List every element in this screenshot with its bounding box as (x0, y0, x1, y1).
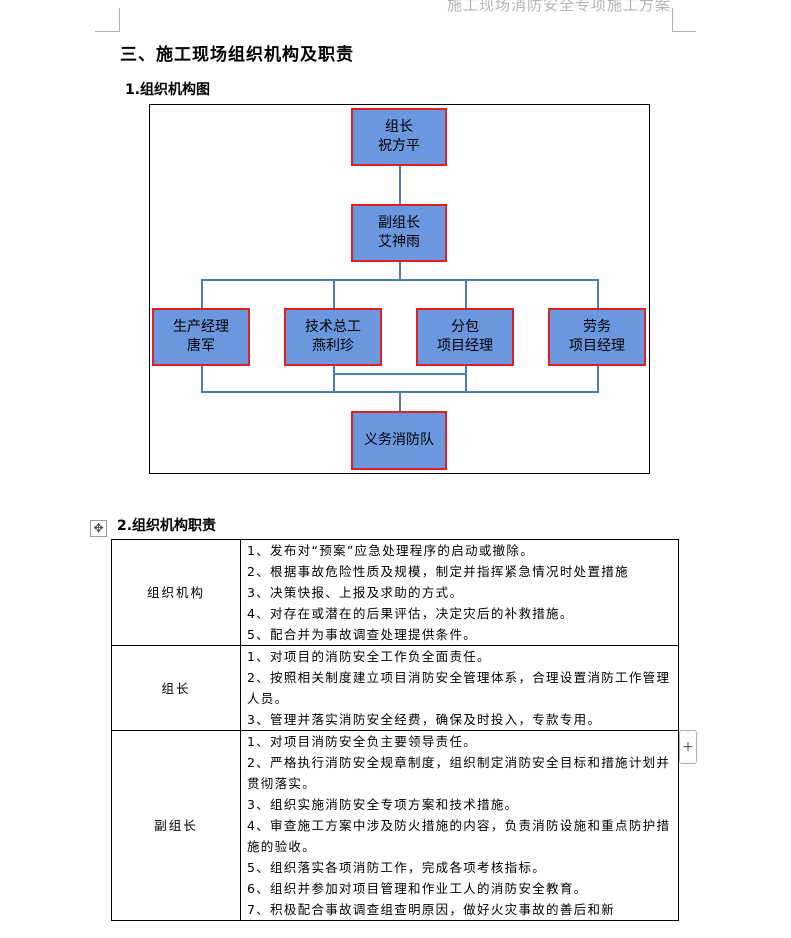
duty-item: 2、按照相关制度建立项目消防安全管理体系，合理设置消防工作管理人员。 (247, 670, 671, 706)
crop-mark-top-left-vertical (119, 8, 120, 32)
duty-item: 2、严格执行消防安全规章制度，组织制定消防安全目标和措施计划并贯彻落实。 (247, 755, 671, 791)
org-node-line2: 燕利珍 (312, 338, 354, 354)
connector-rise-2 (333, 366, 335, 393)
org-node-line1: 劳务 (583, 319, 611, 335)
org-node-deputy-role: 副组长 (378, 215, 420, 231)
duties-cell: 1、对项目的消防安全工作负全面责任。 2、按照相关制度建立项目消防安全管理体系，… (240, 645, 679, 731)
org-node-line1: 生产经理 (173, 319, 229, 335)
connector-rise-4 (597, 366, 599, 393)
role-cell: 组织机构 (111, 539, 241, 646)
duty-item: 3、组织实施消防安全专项方案和技术措施。 (247, 797, 519, 812)
connector-deputy-down (399, 262, 401, 280)
table-row: 组织机构 1、发布对“预案”应急处理程序的启动或撤除。 2、根据事故危险性质及规… (111, 539, 679, 646)
org-node-chief-engineer: 技术总工 燕利珍 (284, 308, 382, 366)
duty-item: 1、对项目的消防安全工作负全面责任。 (247, 649, 491, 664)
duty-item: 5、配合并为事故调查处理提供条件。 (247, 627, 478, 642)
connector-drop-4 (597, 279, 599, 308)
duty-item: 5、组织落实各项消防工作，完成各项考核指标。 (247, 860, 547, 875)
org-node-leader-role: 组长 (385, 119, 413, 135)
role-cell: 组长 (111, 645, 241, 731)
connector-to-fire-team (399, 391, 401, 411)
duty-item: 1、对项目消防安全负主要领导责任。 (247, 734, 478, 749)
org-node-deputy-name: 艾神雨 (378, 234, 420, 250)
responsibilities-table: 组织机构 1、发布对“预案”应急处理程序的启动或撤除。 2、根据事故危险性质及规… (111, 539, 679, 921)
connector-leader-deputy (399, 166, 401, 204)
org-node-deputy: 副组长 艾神雨 (351, 204, 447, 262)
duty-item: 2、根据事故危险性质及规模，制定并指挥紧急情况时处置措施 (247, 564, 629, 579)
crop-mark-top-right-vertical (672, 8, 673, 32)
org-node-production-manager: 生产经理 唐军 (152, 308, 250, 366)
table-move-handle[interactable]: ✥ (90, 520, 107, 537)
org-chart-diagram: 组长 祝方平 副组长 艾神雨 生产经理 唐军 技术总工 燕利珍 分包 项目经理 … (149, 104, 650, 474)
connector-rise-3 (465, 366, 467, 393)
duties-cell: 1、发布对“预案”应急处理程序的启动或撤除。 2、根据事故危险性质及规模，制定并… (240, 539, 679, 646)
plus-icon: + (682, 739, 694, 755)
connector-drop-3 (465, 279, 467, 308)
connector-drop-1 (201, 279, 203, 308)
org-node-line1: 分包 (451, 319, 479, 335)
duty-item: 1、发布对“预案”应急处理程序的启动或撤除。 (247, 543, 535, 558)
role-cell: 副组长 (111, 730, 241, 921)
connector-rise-1 (201, 366, 203, 393)
add-column-button[interactable]: + (679, 730, 697, 764)
org-node-fire-team-label: 义务消防队 (364, 432, 434, 448)
responsibilities-heading: 2.组织机构职责 (117, 518, 217, 534)
table-row: 组长 1、对项目的消防安全工作负全面责任。 2、按照相关制度建立项目消防安全管理… (111, 645, 679, 731)
duty-item: 3、决策快报、上报及求助的方式。 (247, 585, 464, 600)
org-node-labor-pm: 劳务 项目经理 (548, 308, 646, 366)
org-node-leader: 组长 祝方平 (351, 108, 447, 166)
duties-cell: 1、对项目消防安全负主要领导责任。 2、严格执行消防安全规章制度，组织制定消防安… (240, 730, 679, 921)
org-chart-heading: 1.组织机构图 (125, 82, 211, 98)
table-row: 副组长 1、对项目消防安全负主要领导责任。 2、严格执行消防安全规章制度，组织制… (111, 730, 679, 921)
connector-top-bus (201, 279, 599, 281)
page-header-title: 施工现场消防安全专项施工方案 (447, 0, 672, 14)
duty-item: 4、审查施工方案中涉及防火措施的内容，负责消防设施和重点防护措施的验收。 (247, 818, 671, 854)
connector-drop-2 (333, 279, 335, 308)
section-title: 三、施工现场组织机构及职责 (120, 45, 354, 65)
crop-mark-top-left-horizontal (95, 31, 120, 32)
duty-item: 3、管理并落实消防安全经费，确保及时投入，专款专用。 (247, 712, 602, 727)
org-node-line2: 项目经理 (569, 338, 625, 354)
org-node-fire-team: 义务消防队 (351, 411, 447, 470)
connector-mid-bus (333, 373, 467, 375)
org-node-line2: 项目经理 (437, 338, 493, 354)
duty-item: 4、对存在或潜在的后果评估，决定灾后的补救措施。 (247, 606, 574, 621)
org-node-leader-name: 祝方平 (378, 138, 420, 154)
move-arrows-icon: ✥ (93, 521, 104, 535)
crop-mark-top-right-horizontal (672, 31, 696, 32)
duty-item: 6、组织并参加对项目管理和作业工人的消防安全教育。 (247, 881, 588, 896)
duty-item: 7、积极配合事故调查组查明原因，做好火灾事故的善后和新 (247, 902, 616, 917)
org-node-subcontract-pm: 分包 项目经理 (416, 308, 514, 366)
org-node-line2: 唐军 (187, 338, 215, 354)
org-node-line1: 技术总工 (305, 319, 361, 335)
